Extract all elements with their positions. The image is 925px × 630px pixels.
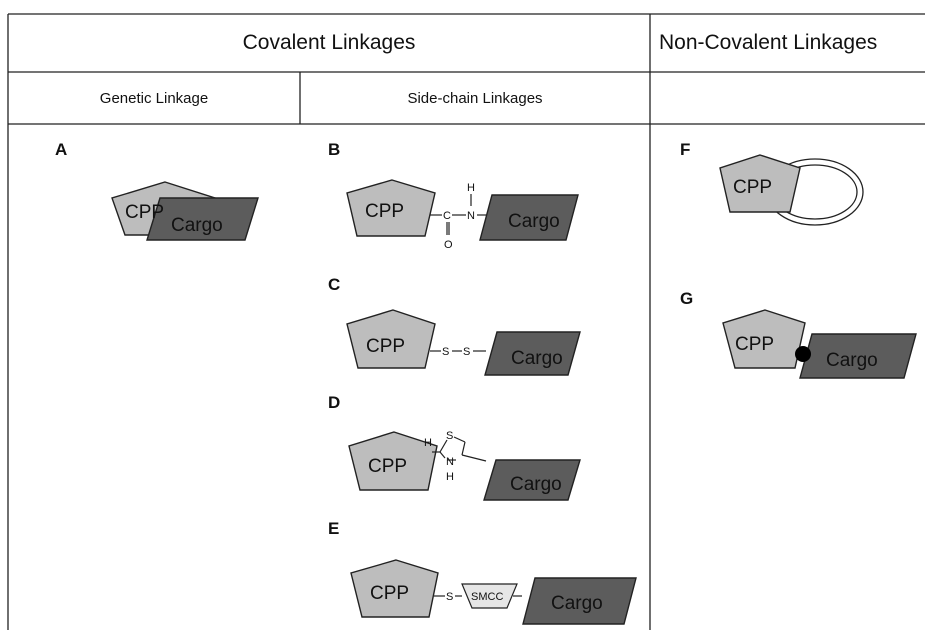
- cpp-pentagon: [719, 154, 801, 213]
- cargo-label: Cargo: [551, 593, 603, 614]
- cargo-label: Cargo: [510, 474, 562, 495]
- panel-letter-d: D: [328, 393, 341, 412]
- cargo-label: Cargo: [171, 215, 223, 236]
- smcc-label: SMCC: [471, 591, 503, 603]
- cpp-label: CPP: [735, 334, 774, 355]
- panel-letter-f: F: [680, 140, 691, 159]
- cargo-parallelogram: [146, 197, 259, 241]
- panel-d-construct: CPP H S N H Cargo: [348, 430, 581, 501]
- thiazolidine-ring: [432, 436, 487, 462]
- cpp-label: CPP: [370, 583, 409, 604]
- panel-c-construct: CPP S S Cargo: [346, 309, 581, 376]
- panel-letter-c: C: [328, 275, 341, 294]
- bond: [461, 454, 487, 462]
- atom-nitrogen: N: [446, 456, 454, 468]
- cpp-pentagon: [350, 559, 439, 618]
- cargo-label: Cargo: [511, 348, 563, 369]
- atom-sulfur: S: [442, 346, 449, 358]
- bond: [439, 451, 446, 459]
- panel-letter-b: B: [328, 140, 341, 159]
- cargo-parallelogram: [483, 459, 581, 501]
- bond: [453, 436, 466, 443]
- table-grid: [7, 13, 925, 630]
- cpp-pentagon: [346, 179, 436, 237]
- panel-f-construct: CPP: [719, 154, 864, 226]
- panel-letter-e: E: [328, 519, 340, 538]
- atom-oxygen: O: [444, 239, 453, 251]
- panel-e-construct: CPP S SMCC Cargo: [350, 559, 637, 625]
- atom-nitrogen: N: [467, 210, 475, 222]
- atom-sulfur: S: [463, 346, 470, 358]
- header-covalent: Covalent Linkages: [242, 31, 416, 54]
- cargo-label: Cargo: [508, 211, 560, 232]
- cargo-parallelogram: [479, 194, 579, 241]
- subheader-sidechain: Side-chain Linkages: [407, 90, 543, 107]
- smcc-linker: [461, 583, 518, 609]
- atom-hydrogen: H: [424, 437, 432, 449]
- cargo-parallelogram: [799, 333, 917, 379]
- cpp-label: CPP: [368, 456, 407, 477]
- binding-dot: [795, 346, 811, 362]
- cpp-pentagon: [346, 309, 436, 369]
- atom-hydrogen: H: [446, 471, 454, 483]
- cpp-label: CPP: [125, 202, 164, 223]
- amide-bonds: [430, 194, 488, 235]
- cpp-label: CPP: [366, 336, 405, 357]
- cargo-parallelogram: [484, 331, 581, 376]
- cpp-label: CPP: [365, 201, 404, 222]
- cpp-pentagon: [722, 309, 806, 369]
- panel-b-construct: CPP C O N H Cargo: [346, 179, 579, 251]
- bond: [461, 441, 466, 456]
- atom-sulfur: S: [446, 430, 453, 442]
- panel-letter-g: G: [680, 289, 694, 308]
- panel-g-construct: CPP Cargo: [722, 309, 917, 379]
- cargo-parallelogram: [522, 577, 637, 625]
- cpp-label: CPP: [733, 177, 772, 198]
- atom-carbon: C: [443, 210, 451, 222]
- atom-sulfur: S: [446, 591, 453, 603]
- cpp-pentagon: [348, 431, 438, 491]
- atom-hydrogen: H: [467, 182, 475, 194]
- panel-a-construct: CPP Cargo: [111, 181, 259, 241]
- bond: [439, 439, 448, 453]
- subheader-genetic: Genetic Linkage: [99, 90, 209, 107]
- header-noncovalent: Non-Covalent Linkages: [659, 31, 878, 54]
- cargo-label: Cargo: [826, 350, 878, 371]
- panel-letter-a: A: [55, 140, 68, 159]
